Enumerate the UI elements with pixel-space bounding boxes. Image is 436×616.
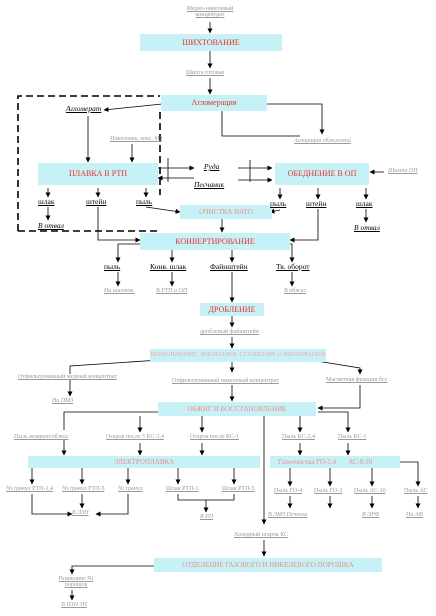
label-ni-rtp14: Ni гранул РТП-1,4 (6, 486, 53, 492)
label-cinder-1: Огарок после КС-1 (190, 434, 239, 440)
label-slag-1: шлак (38, 197, 55, 206)
label-dust-ac: Пыль АС (404, 488, 428, 494)
label-offgas: Аспирация обжиговой (294, 138, 351, 144)
label-dust-ks2: Пыль КС-2,4 (282, 434, 315, 440)
label-cold-cinder: Холодный огарок КС (234, 532, 289, 538)
label-charge-ready: Шихта готовая (186, 70, 224, 76)
label-gas-cleaning-go: Газоочистка ГО-2,4 (278, 457, 337, 466)
node-gas-reduction: ОТДЕЛЕНИЕ ГАЗОВОГО И НИКЕЛЕВОГО ПОРОШКА (154, 558, 382, 572)
label-dust-3: пыль (104, 262, 121, 271)
label-charge-op: Шихта ОП (388, 168, 418, 174)
label-to-rtp: В РТП и ОП (156, 288, 188, 294)
label-dust-return: Пыль возврат/обжиг (14, 434, 69, 440)
label-slag-2: шлак (356, 199, 373, 208)
label-to-plant: В ЛЗН (72, 510, 89, 516)
label-to-rtp-2: В РП (200, 514, 214, 520)
label-to-dump-2: В отвал (354, 223, 380, 232)
label-to-mmz: На ПМЗ (52, 398, 74, 404)
label-dust-ks1: Пыль КС-1 (338, 434, 367, 440)
label-cu-concentrate: Отфильтрованный медный концентрат (18, 374, 117, 380)
node-depletion: ОБЕДНЕНИЕ В ОП (275, 163, 369, 185)
node-gas-cleaning: ОЧИСТКА НАТО (180, 205, 272, 219)
label-to-dump-1: В отвал (38, 221, 64, 230)
label-dust-2: пыль (270, 199, 287, 208)
node-gas-cleaning-go: Газоочистка ГО-2,4 АС-8,10 (270, 456, 400, 468)
label-ni-flat: Ni гранул (118, 486, 143, 492)
node-electro-smelting: ЭЛЕКТРОПЛАВКА (28, 456, 260, 468)
node-smelting: ПЛАВКА В РТП (38, 163, 158, 185)
label-ni-rtp5: Ni гранул РТП-5 (62, 486, 105, 492)
label-ac-810: АС-8,10 (348, 457, 373, 466)
label-matte-1: штейн (86, 197, 107, 206)
label-ore: Руда (204, 162, 220, 171)
label-dust-go4: Пыль ГО-4 (274, 488, 303, 494)
label-to-mix: На шихтов. (104, 288, 135, 294)
node-crushing: ДРОБЛЕНИЕ (200, 303, 264, 316)
label-matte-2: штейн (306, 199, 327, 208)
node-sintering: Агломерация (161, 95, 267, 111)
label-dust-1: пыль (136, 197, 153, 206)
label-conv-slag: Конв. шлак (150, 262, 187, 271)
label-sand: Песчаник (194, 180, 225, 189)
label-dust-go2: Пыль ГО-2 (314, 488, 343, 494)
label-slag-rtp1: Шлак РТП-1 (166, 486, 199, 492)
label-magnetic-fraction: Магнитная фракция бгу (326, 377, 388, 383)
node-blending: ШИХТОВАНИЕ (140, 34, 282, 51)
label-slag-rtp5: Шлак РТП-5 (222, 486, 255, 492)
label-agglomerate: Агломерат (66, 104, 102, 113)
node-roasting: ОБЖИГ И ВОССТАНОВЛЕНИЕ (158, 402, 316, 416)
label-fine-matte: Файнштейн (210, 262, 248, 271)
label-ni-concentrate: Отфильтрованный никелевый концентрат (172, 378, 279, 384)
label-cinder-5: Огарок после 5 КС-3,4 (106, 434, 164, 440)
label-dust-ac10: Пыль АС-10 (354, 488, 386, 494)
label-to-ac: В ЭРФ (362, 512, 380, 518)
node-converting: КОНВЕРТИРОВАНИЕ (140, 233, 290, 250)
label-recycle: Тв. оборот (276, 262, 310, 271)
label-to-blend: В обжиг (284, 288, 306, 294)
label-to-ao: На АФ (406, 512, 424, 518)
label-limestone: Известняк, кокс, МЗ (110, 136, 163, 142)
label-bottom-output: В ПЗН ЗН (61, 602, 87, 608)
label-crushed: дробленый файнштейн (200, 329, 259, 335)
node-ore-concentrate: Медно-никелевый концентрат (186, 6, 234, 18)
label-to-mmz-2: В ЭМЗ Печенга (268, 512, 308, 518)
label-reduction-output: Рециклинг Ni порошок (58, 576, 94, 588)
node-flotation: ИЗМЕЛЬЧЕНИЕ, ФЛОТАЦИЯ, СГУЩЕНИЕ и ФИЛЬТР… (150, 349, 326, 362)
